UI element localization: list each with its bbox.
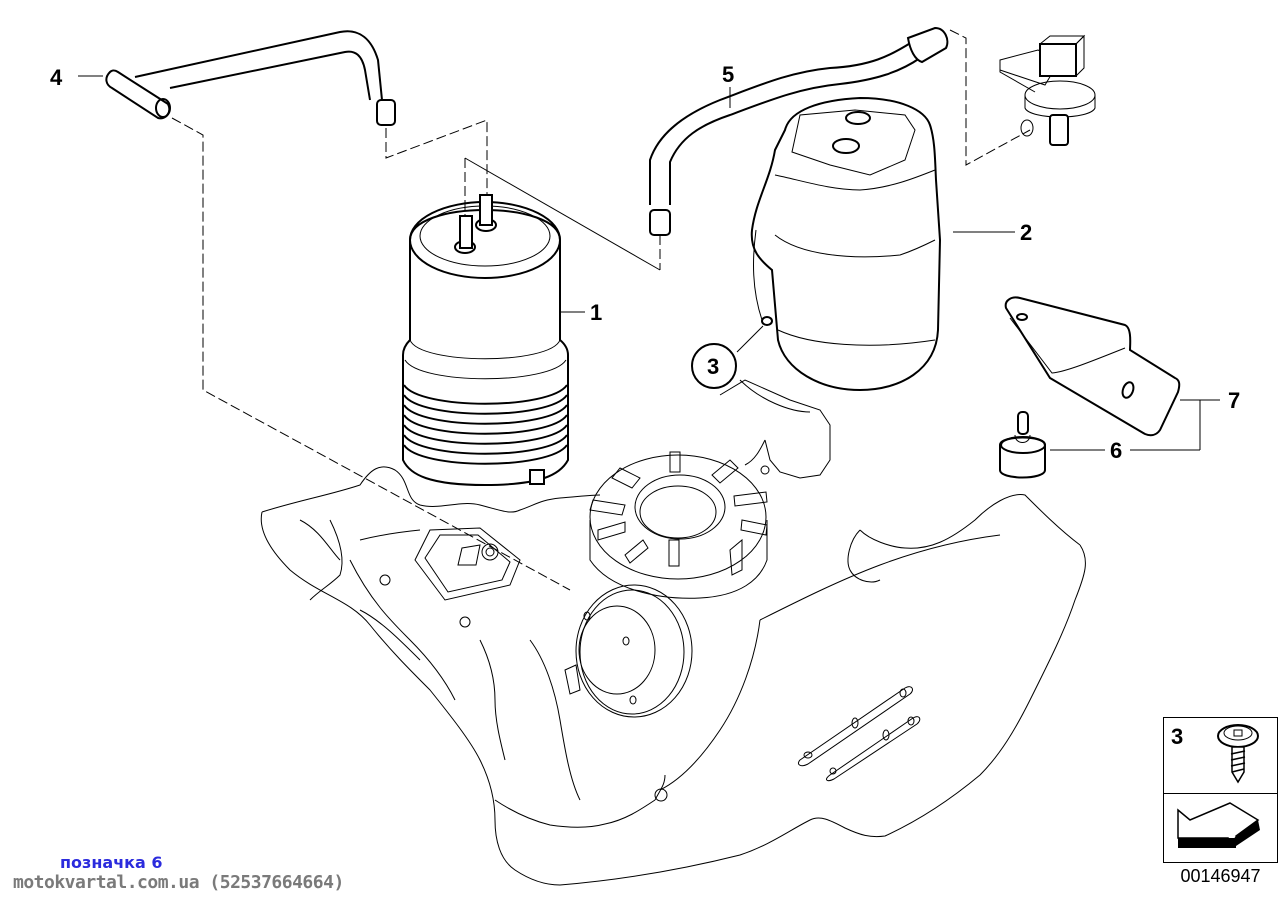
connection-lines: [171, 29, 1031, 591]
callout-2[interactable]: 2: [1020, 220, 1032, 245]
watermark-site: motokvartal.com.ua (52537664664): [13, 872, 344, 893]
callout-6[interactable]: 6: [1110, 438, 1122, 463]
direction-arrow-icon: [1177, 802, 1260, 848]
vent-valve: [999, 34, 1096, 146]
filler-flange: [564, 584, 693, 718]
legend-divider: [1164, 793, 1277, 794]
callout-5[interactable]: 5: [722, 62, 734, 87]
screw-icon: [1217, 724, 1259, 784]
part-4-hose: [105, 30, 396, 126]
callout-4[interactable]: 4: [50, 65, 63, 90]
part-1-canister: [402, 194, 569, 487]
callout-labels: 4 5 1 2 3 7 6: [50, 62, 1240, 463]
fuel-tank: [260, 379, 1086, 886]
part-5-hose: [649, 26, 949, 236]
document-number: 00146947: [1180, 866, 1261, 886]
part-6-rubber-mount: [999, 411, 1046, 479]
callout-3-circle: [691, 343, 737, 389]
callout-leaders: [78, 75, 1220, 451]
callout-1[interactable]: 1: [590, 300, 602, 325]
callout-7[interactable]: 7: [1228, 388, 1240, 413]
pump-flange: [589, 451, 768, 599]
callout-3[interactable]: 3: [707, 354, 719, 379]
part-2-cover: [750, 96, 942, 392]
part-7-bracket: [1004, 296, 1181, 437]
legend-box: 3: [1163, 717, 1278, 863]
vent-valve-plate: [414, 527, 521, 601]
watermark-label: позначка 6: [60, 853, 163, 872]
legend-item-number: 3: [1171, 724, 1184, 749]
